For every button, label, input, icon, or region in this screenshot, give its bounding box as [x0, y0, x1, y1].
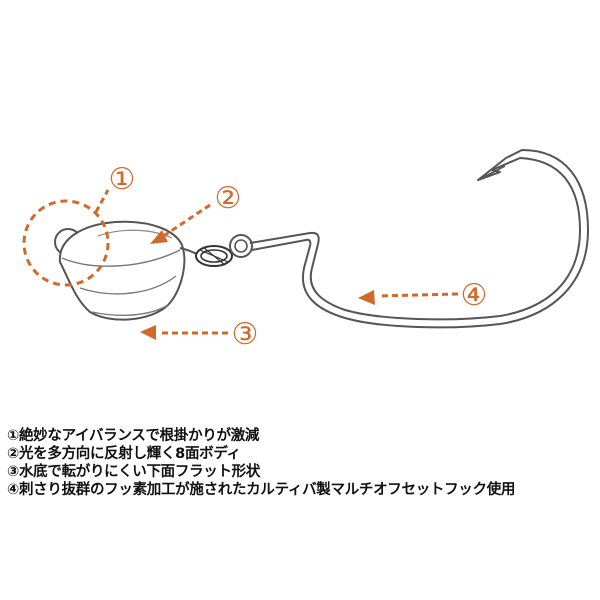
split-ring	[195, 245, 233, 267]
callout-4: ④	[358, 278, 487, 313]
callout-4-number: ④	[461, 278, 488, 313]
jig-head-body	[58, 220, 186, 321]
callout-2-number: ②	[215, 181, 242, 216]
caption-8-facet-body: ②光を多方向に反射し輝く8面ボディ	[7, 446, 241, 462]
caption-offset-hook: ④刺さり抜群のフッ素加工が施されたカルティバ製マルチオフセットフック使用	[7, 482, 516, 498]
hook-eye	[229, 234, 253, 258]
callout-1-number: ①	[109, 162, 136, 197]
feature-captions: ①絶妙なアイバランスで根掛かりが激減 ②光を多方向に反射し輝く8面ボディ ③水底…	[7, 427, 597, 499]
callout-3-number: ③	[232, 317, 259, 352]
jig-head-illustration: ① ② ③ ④	[22, 148, 590, 352]
offset-hook	[249, 148, 590, 329]
callout-3: ③	[140, 317, 258, 352]
caption-flat-bottom: ③水底で転がりにくい下面フラット形状	[7, 464, 261, 480]
callout-2: ②	[150, 181, 241, 244]
caption-eye-balance: ①絶妙なアイバランスで根掛かりが激減	[7, 428, 260, 444]
callout-1: ①	[22, 162, 136, 287]
